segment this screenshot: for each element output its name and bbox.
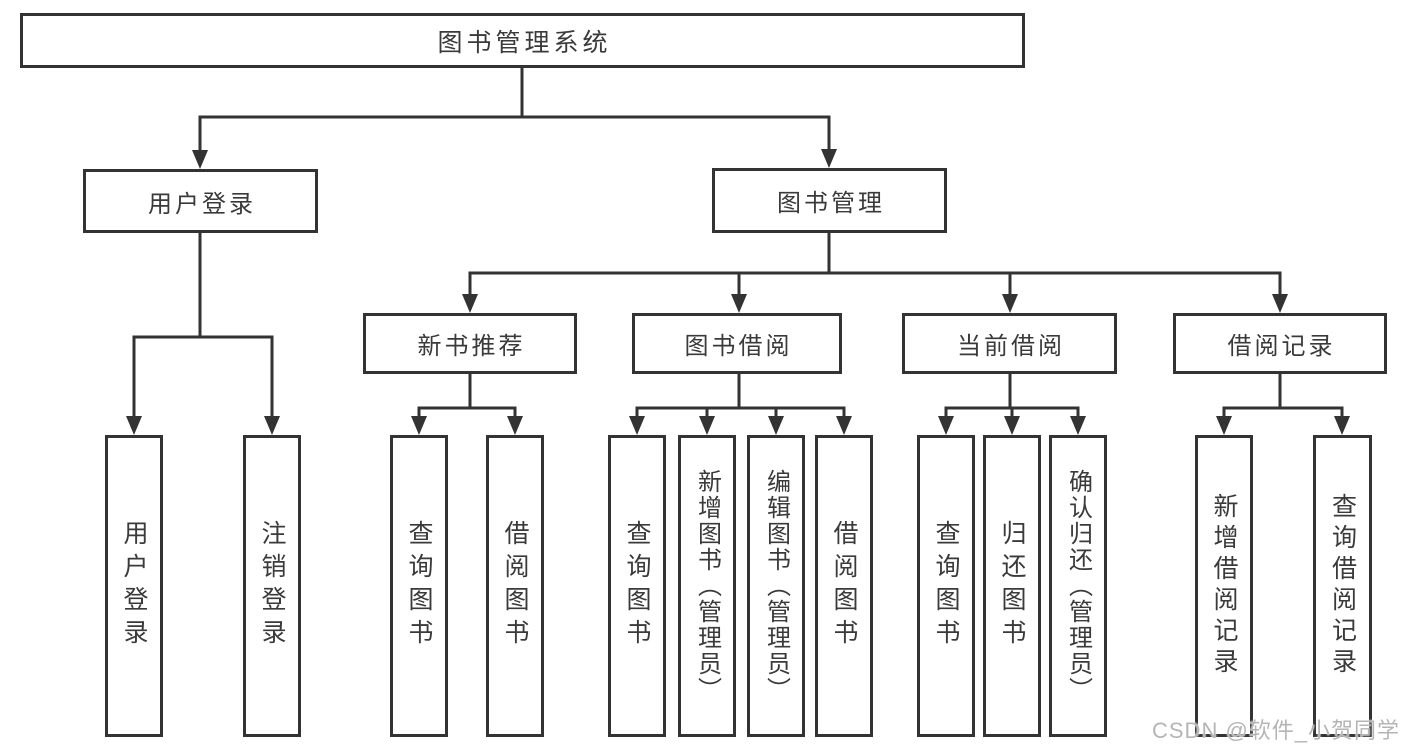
arrowhead-icon bbox=[411, 416, 427, 435]
leaf-edit-book-admin: 编辑图书（管理员） bbox=[747, 435, 805, 737]
arrowhead-icon bbox=[264, 416, 280, 435]
arrowhead-icon bbox=[699, 416, 715, 435]
leaf-label: 用户登录 bbox=[120, 520, 148, 652]
leaf-borrow-book: 借阅图书 bbox=[815, 435, 873, 737]
leaf-label: 查询借阅记录 bbox=[1328, 493, 1357, 679]
arrowhead-icon bbox=[1002, 294, 1018, 313]
connector-path bbox=[132, 64, 1344, 420]
arrowhead-icon bbox=[1070, 416, 1086, 435]
csdn-watermark: CSDN @软件_小贺同学 bbox=[1152, 718, 1401, 743]
leaf-label: 新增借阅记录 bbox=[1210, 493, 1238, 679]
leaf-label: 借阅图书 bbox=[501, 520, 529, 652]
arrowhead-icon bbox=[1272, 294, 1288, 313]
node-current-borrowing: 当前借阅 bbox=[902, 313, 1117, 374]
arrowhead-icon bbox=[768, 416, 784, 435]
arrowhead-icon bbox=[507, 416, 523, 435]
arrowhead-icon bbox=[126, 416, 142, 435]
arrowhead-icon bbox=[731, 294, 747, 313]
leaf-query-books: 查询图书 bbox=[917, 435, 975, 737]
arrowhead-icon bbox=[462, 294, 478, 313]
leaf-borrow-book: 借阅图书 bbox=[486, 435, 544, 737]
arrowhead-icon bbox=[938, 416, 954, 435]
leaf-label: 注销登录 bbox=[258, 520, 286, 652]
leaf-label: 查询图书 bbox=[405, 520, 433, 652]
leaf-query-books: 查询图书 bbox=[390, 435, 448, 737]
arrowhead-icon bbox=[1216, 416, 1232, 435]
leaf-query-borrow-record: 查询借阅记录 bbox=[1313, 435, 1372, 737]
node-borrow-records: 借阅记录 bbox=[1173, 313, 1387, 374]
node-new-book-recommend: 新书推荐 bbox=[363, 313, 577, 374]
leaf-add-borrow-record: 新增借阅记录 bbox=[1195, 435, 1253, 737]
arrowheads bbox=[126, 149, 1350, 435]
leaf-label: 借阅图书 bbox=[830, 520, 858, 652]
arrowhead-icon bbox=[821, 149, 837, 168]
node-book-borrowing: 图书借阅 bbox=[632, 313, 842, 374]
leaf-label: 查询图书 bbox=[623, 520, 651, 652]
leaf-label: 确认归还（管理员） bbox=[1064, 469, 1092, 703]
node-book-management: 图书管理 bbox=[712, 168, 947, 233]
leaf-query-books: 查询图书 bbox=[608, 435, 666, 737]
node-library-system: 图书管理系统 bbox=[20, 13, 1025, 68]
arrowhead-icon bbox=[836, 416, 852, 435]
arrowhead-icon bbox=[1004, 416, 1020, 435]
leaf-confirm-return-admin: 确认归还（管理员） bbox=[1049, 435, 1107, 737]
leaf-add-book-admin: 新增图书（管理员） bbox=[678, 435, 736, 737]
arrowhead-icon bbox=[1334, 416, 1350, 435]
leaf-label: 查询图书 bbox=[932, 520, 960, 652]
node-user-login: 用户登录 bbox=[83, 169, 318, 233]
leaf-label: 归还图书 bbox=[998, 520, 1026, 652]
leaf-label: 编辑图书（管理员） bbox=[762, 469, 790, 703]
leaf-user-login: 用户登录 bbox=[105, 435, 163, 737]
leaf-label: 新增图书（管理员） bbox=[693, 469, 721, 703]
arrowhead-icon bbox=[192, 150, 208, 169]
arrowhead-icon bbox=[629, 416, 645, 435]
leaf-logout: 注销登录 bbox=[243, 435, 301, 737]
leaf-return-book: 归还图书 bbox=[983, 435, 1041, 737]
